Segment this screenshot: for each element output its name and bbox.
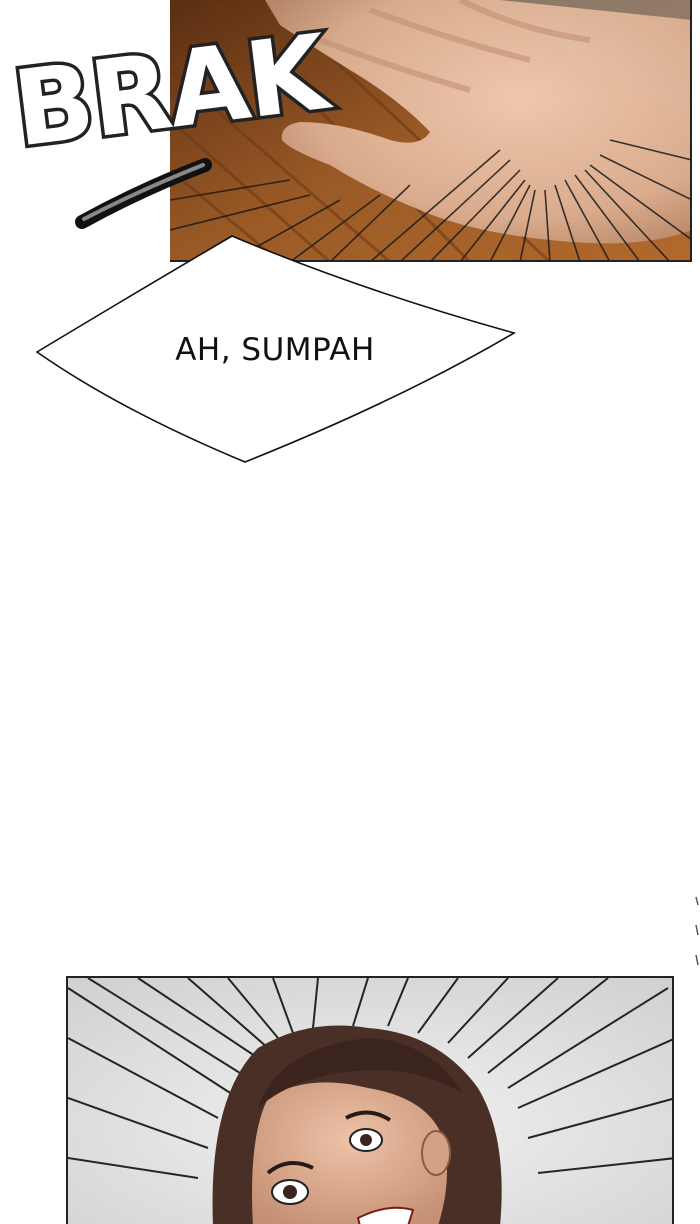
woman-face-illustration bbox=[68, 978, 672, 1224]
speech-bubble-text: AH, SUMPAH bbox=[175, 332, 375, 368]
speech-bubble bbox=[35, 235, 517, 463]
hand-slam-illustration bbox=[170, 0, 690, 260]
panel-woman-face bbox=[66, 976, 674, 1224]
panel-hand-slam bbox=[170, 0, 692, 262]
edge-marks bbox=[695, 896, 699, 966]
